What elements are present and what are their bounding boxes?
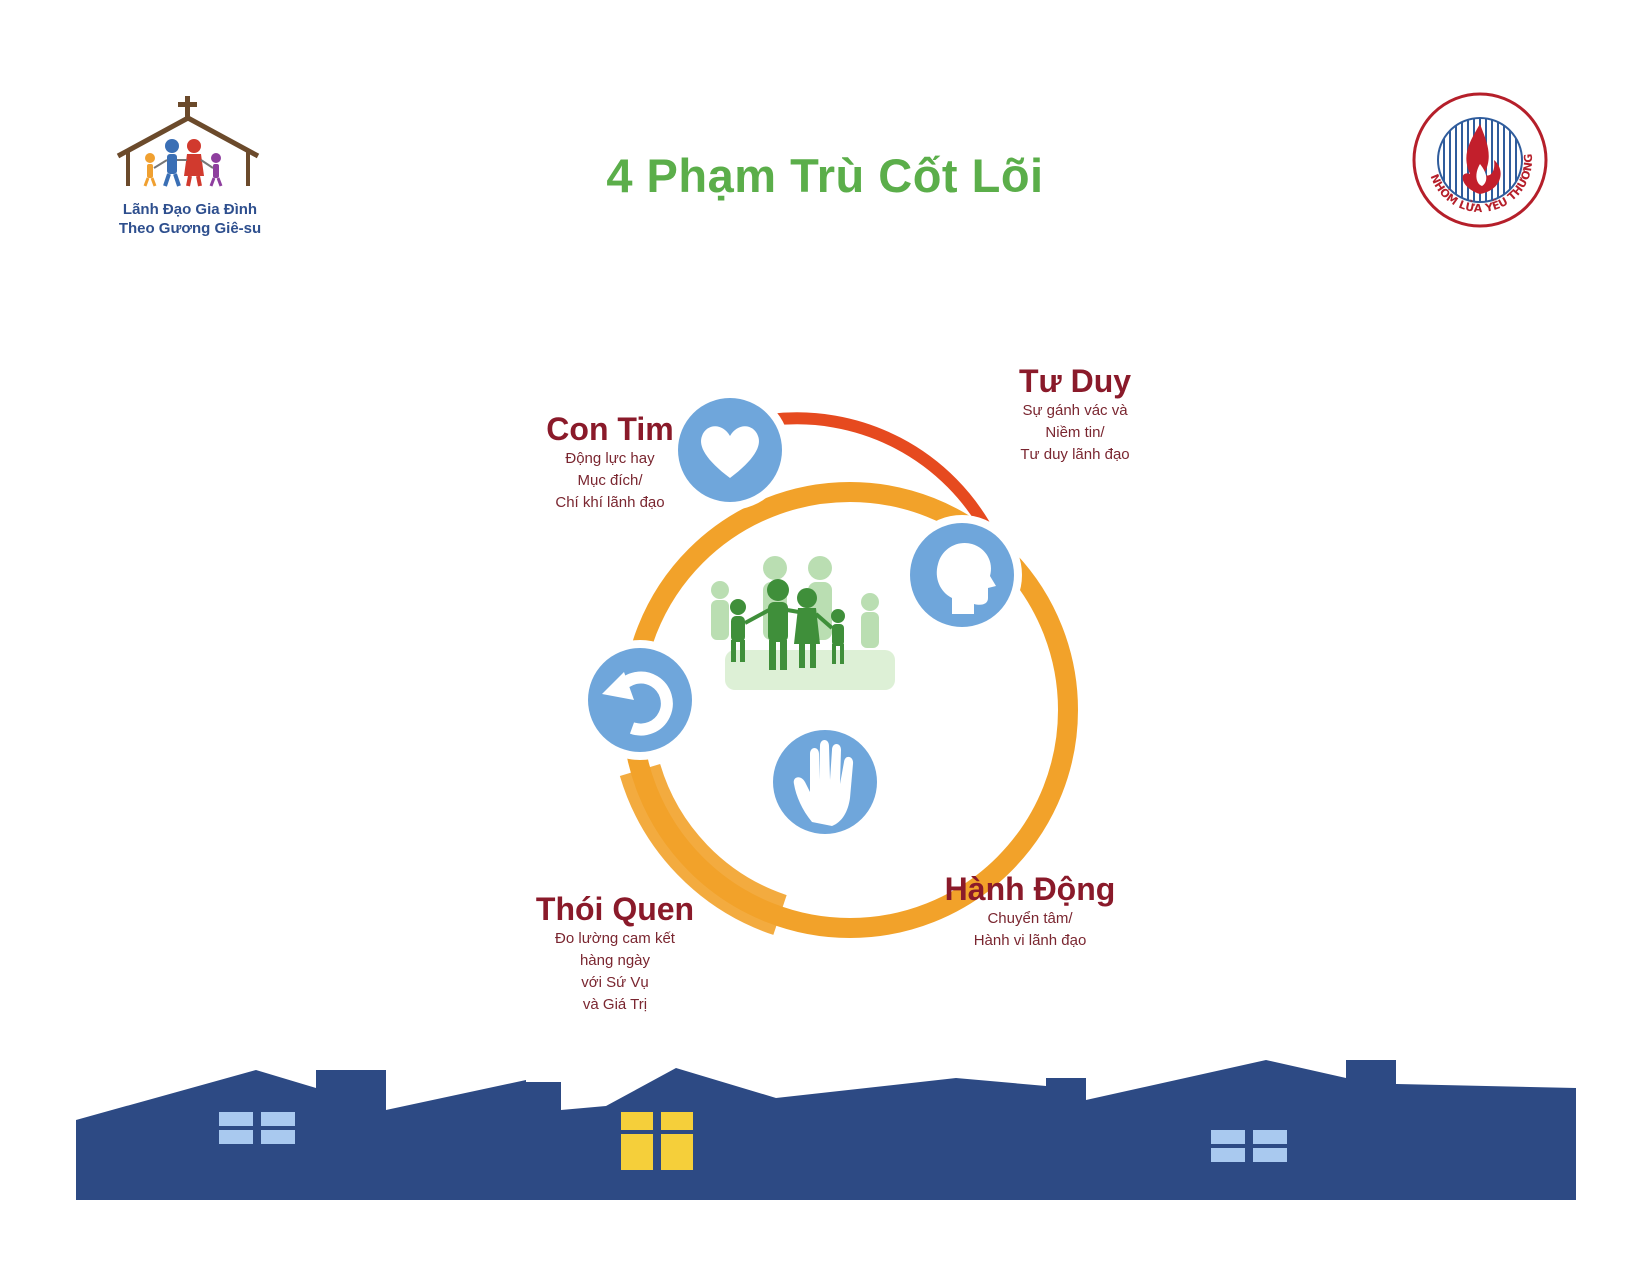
con-tim-line: Động lực hay xyxy=(565,450,655,467)
label-hanh-dong: Hành Động Chuyển tâm/ Hành vi lãnh đạo xyxy=(935,870,1125,952)
heart-icon xyxy=(701,426,759,478)
page-title: 4 Phạm Trù Cốt Lõi xyxy=(606,149,1044,202)
label-thoi-quen: Thói Quen Đo lường cam kết hàng ngày với… xyxy=(525,890,705,1016)
con-tim-line: Chí khí lãnh đạo xyxy=(555,494,665,511)
tu-duy-line: Tư duy lãnh đạo xyxy=(1020,446,1130,463)
family-church-logo-caption: Lãnh Đạo Gia Đình Theo Gương Giê-su xyxy=(100,200,280,238)
logo-caption-line2: Theo Gương Giê-su xyxy=(118,220,262,237)
con-tim-heading: Con Tim xyxy=(546,411,674,447)
window-left xyxy=(219,1112,295,1144)
family-silhouette-icon xyxy=(711,556,895,690)
logo-caption-line1: Lãnh Đạo Gia Đình xyxy=(122,201,258,218)
tu-duy-line: Niềm tin/ xyxy=(1045,424,1105,441)
con-tim-line: Mục đích/ xyxy=(577,472,643,489)
flame-seal-logo: NHÓM LỬA YÊU THƯƠNG xyxy=(1412,92,1548,228)
hanh-dong-line: Hành vi lãnh đạo xyxy=(973,932,1087,949)
tu-duy-line: Sự gánh vác và xyxy=(1022,402,1128,419)
thoi-quen-line: và Giá Trị xyxy=(582,996,648,1013)
thoi-quen-line: Đo lường cam kết xyxy=(555,930,675,947)
thoi-quen-line: hàng ngày xyxy=(579,952,651,969)
tu-duy-heading: Tư Duy xyxy=(1018,363,1132,399)
node-con-tim xyxy=(670,390,790,510)
thoi-quen-line: với Sứ Vụ xyxy=(581,974,649,991)
window-center xyxy=(621,1112,693,1170)
hanh-dong-line: Chuyển tâm/ xyxy=(987,910,1073,927)
hand-icon xyxy=(793,740,854,826)
node-hanh-dong xyxy=(765,722,885,842)
cycle-arrow-icon xyxy=(602,671,673,736)
node-thoi-quen xyxy=(580,640,700,760)
label-con-tim: Con Tim Động lực hay Mục đích/ Chí khí l… xyxy=(530,410,690,514)
head-icon xyxy=(936,542,996,614)
house-skyline-footer xyxy=(76,1060,1576,1200)
thoi-quen-heading: Thói Quen xyxy=(535,891,695,927)
family-church-logo xyxy=(116,96,260,187)
hanh-dong-heading: Hành Động xyxy=(944,871,1116,907)
core-cycle-diagram xyxy=(580,390,1078,938)
node-tu-duy xyxy=(902,515,1022,635)
window-right xyxy=(1211,1130,1287,1162)
label-tu-duy: Tư Duy Sự gánh vác và Niềm tin/ Tư duy l… xyxy=(990,362,1160,466)
